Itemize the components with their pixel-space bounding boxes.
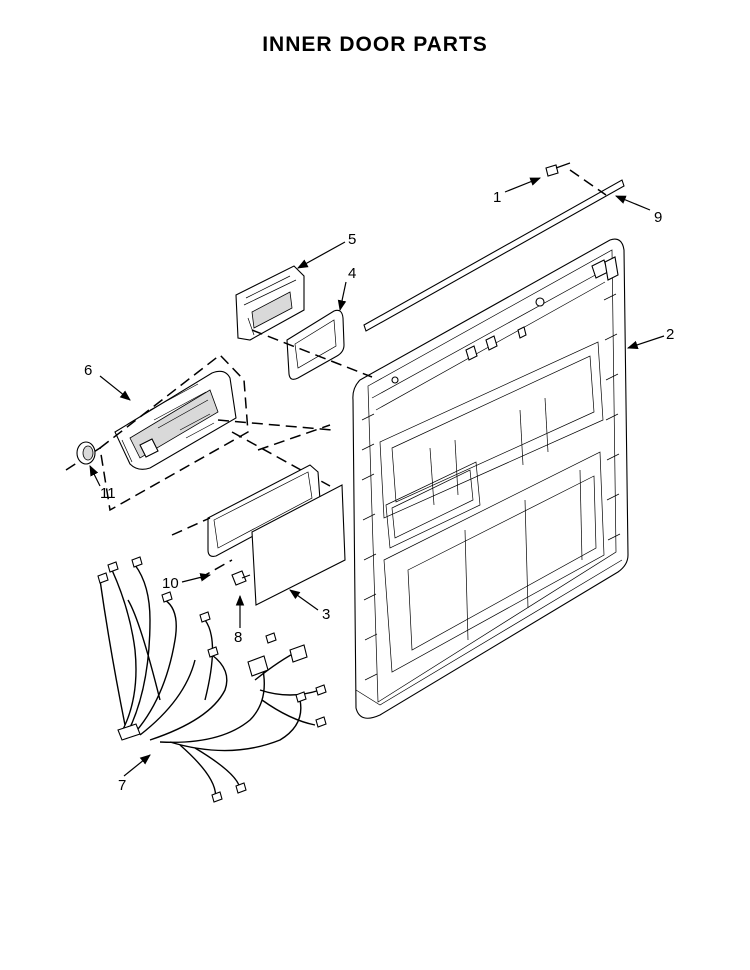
callout-11: 11 <box>100 485 116 502</box>
door-top-trim-strip <box>363 179 625 332</box>
dashed-guide <box>199 559 233 579</box>
inner-door-panel <box>352 238 629 719</box>
dashed-group-outline <box>99 353 249 512</box>
shield-part-3 <box>207 464 346 606</box>
dispenser-part-5 <box>235 265 305 341</box>
callout-5: 5 <box>348 231 356 248</box>
callout-1: 1 <box>493 189 501 206</box>
callout-9: 9 <box>654 209 662 226</box>
dashed-guide <box>257 424 331 451</box>
callout-8: 8 <box>234 629 242 646</box>
callout-leaders <box>89 177 665 777</box>
dashed-guide <box>171 517 211 536</box>
callout-4: 4 <box>348 265 356 282</box>
screw-part-8 <box>231 570 251 586</box>
knob-part-11 <box>76 441 96 465</box>
dashed-guide <box>217 419 333 431</box>
page-title: INNER DOOR PARTS <box>262 33 488 56</box>
dispenser-housing-part-6 <box>114 370 237 470</box>
callout-6: 6 <box>84 362 92 379</box>
wiring-harness-part-7 <box>97 556 327 803</box>
gasket-part-4 <box>286 309 345 380</box>
dashed-guide <box>251 329 373 378</box>
callout-7: 7 <box>118 777 126 794</box>
callout-2: 2 <box>666 326 674 343</box>
screw-1 <box>545 162 607 196</box>
callout-10: 10 <box>162 575 179 592</box>
callout-3: 3 <box>322 606 330 623</box>
